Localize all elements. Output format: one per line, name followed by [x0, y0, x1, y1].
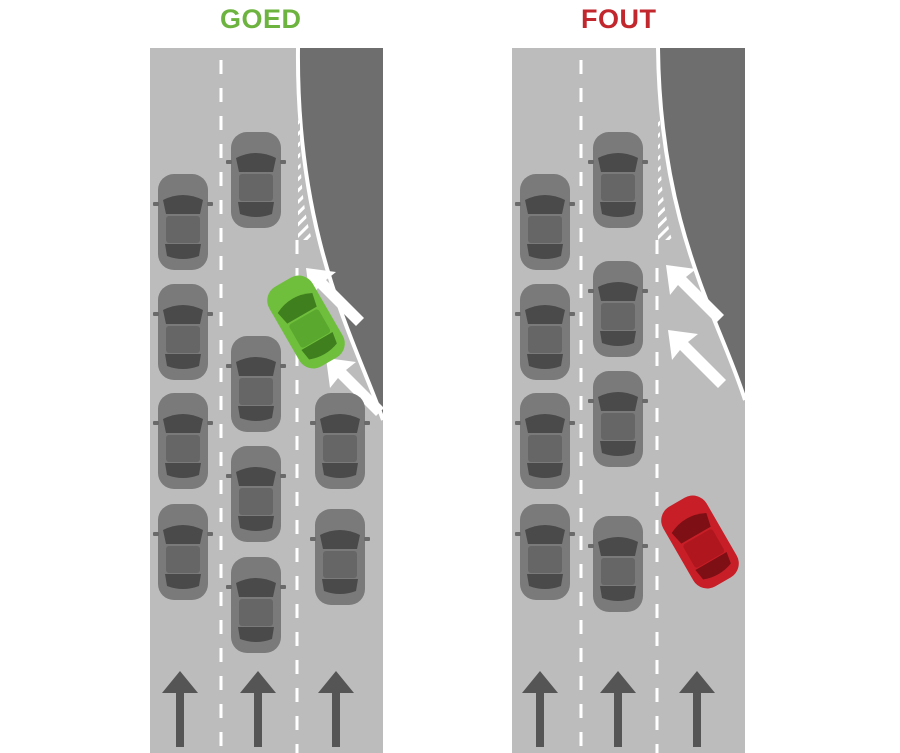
car: [153, 284, 213, 380]
car: [588, 132, 648, 228]
panel-fout: [512, 47, 747, 753]
panel-title-fout: FOUT: [581, 4, 657, 34]
car: [515, 504, 575, 600]
car: [515, 284, 575, 380]
car: [226, 557, 286, 653]
car: [153, 504, 213, 600]
car: [515, 393, 575, 489]
car: [226, 336, 286, 432]
car: [153, 174, 213, 270]
car: [226, 132, 286, 228]
road-shoulder: [297, 48, 383, 420]
car: [588, 516, 648, 612]
car: [588, 371, 648, 467]
car: [515, 174, 575, 270]
merging-car-correct: [267, 275, 345, 369]
merging-car-wrong: [661, 495, 739, 589]
road-shoulder: [658, 48, 745, 400]
car: [310, 509, 370, 605]
car: [588, 261, 648, 357]
car: [310, 393, 370, 489]
panel-goed: [150, 47, 385, 753]
panel-title-goed: GOED: [220, 4, 302, 34]
car: [226, 446, 286, 542]
car: [153, 393, 213, 489]
